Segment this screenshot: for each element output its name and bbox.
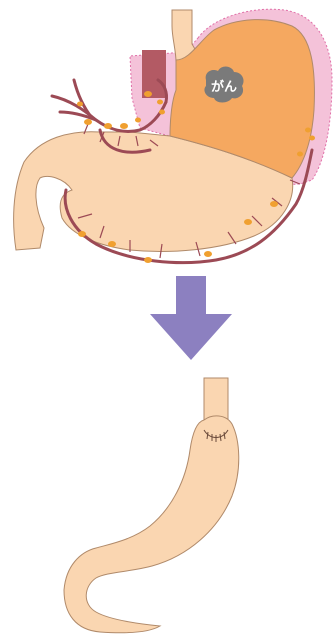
before-stomach: がん — [14, 9, 332, 263]
lymph-node — [309, 136, 315, 141]
lymph-node — [159, 110, 165, 115]
down-arrow — [150, 276, 232, 360]
lymph-node — [104, 123, 112, 129]
lymph-node — [144, 257, 152, 263]
lymph-node — [297, 152, 303, 157]
after-stomach — [64, 378, 239, 633]
esophagus-cut — [142, 50, 166, 98]
remaining-stomach — [64, 416, 239, 633]
lymph-node — [144, 91, 152, 97]
lymph-node — [244, 219, 252, 225]
lymph-node — [84, 119, 92, 125]
lymph-node — [120, 123, 128, 129]
lymph-node — [157, 100, 163, 105]
lymph-node — [204, 251, 212, 257]
cancer-label: がん — [211, 79, 237, 95]
lymph-node — [77, 102, 83, 107]
lymph-node — [135, 118, 141, 123]
lymph-node — [108, 241, 116, 247]
lymph-node — [78, 231, 86, 237]
lymph-node — [305, 128, 311, 133]
lymph-node — [270, 201, 278, 207]
